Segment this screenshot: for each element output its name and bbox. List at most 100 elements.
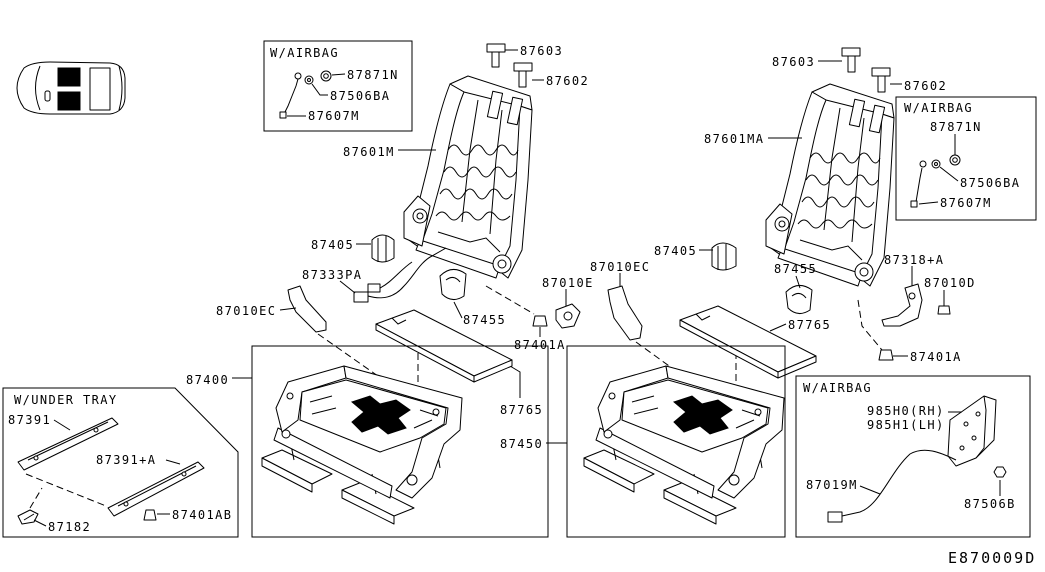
- recliner-hub-inner: [416, 212, 424, 220]
- callout-label: 87010EC: [216, 304, 276, 318]
- callout-label: 985H0(RH): [867, 404, 945, 418]
- callout-label: 87765: [500, 403, 543, 417]
- wire-87607m: [283, 78, 299, 115]
- wire-end-terminal: [910, 200, 918, 208]
- callout-label: 87400: [186, 373, 229, 387]
- callout-label: 87010EC: [590, 260, 650, 274]
- bolt-shank: [847, 55, 856, 73]
- bolt-head: [841, 47, 861, 57]
- assembly-guide: [29, 487, 43, 509]
- car-rear-line: [118, 65, 123, 111]
- wire-eyelet: [919, 160, 927, 168]
- rail-hole: [181, 471, 187, 477]
- harness-87019m: [841, 449, 957, 517]
- leader-line: [509, 365, 521, 398]
- left-seat-leaders: [232, 149, 621, 444]
- leader-line: [279, 307, 297, 311]
- leader-line: [165, 459, 181, 465]
- cushion-frame-box-right: [566, 345, 786, 538]
- harness-branch: [379, 261, 413, 289]
- right-headrest-bolts: [818, 47, 902, 93]
- airbag-module-edge: [975, 395, 987, 459]
- wire-eyelet: [294, 72, 302, 80]
- headrest-guide: [486, 90, 504, 120]
- support-wire: [489, 109, 503, 235]
- steering-wheel-mark: [44, 90, 51, 102]
- callout-label: 87450: [500, 437, 543, 451]
- wire-end-terminal: [279, 111, 287, 119]
- module-rivet: [971, 435, 977, 441]
- frame-hole: [432, 408, 440, 416]
- clip-87405: [371, 234, 395, 263]
- lumbar-wire: [437, 231, 501, 253]
- bolt-87010d: [937, 305, 951, 315]
- spring-wire: [435, 211, 511, 221]
- assembly-guide: [485, 285, 535, 315]
- rail-hole: [123, 501, 129, 507]
- harness-connector: [827, 511, 843, 523]
- cover-87455: [439, 269, 467, 300]
- seatback-frame-left: [403, 75, 533, 279]
- bolt-shank: [491, 51, 500, 68]
- pad-87765-right: [679, 305, 817, 379]
- cushion-frame-87450: [583, 365, 785, 525]
- callout-label: 87603: [772, 55, 815, 69]
- spring-wire: [447, 144, 519, 156]
- rear-seat-outline: [89, 67, 111, 111]
- callout-label: 87019M: [806, 478, 858, 492]
- clip-detail: [717, 244, 727, 270]
- callout-label: 87391+A: [96, 453, 156, 467]
- callout-label: 87506BA: [330, 89, 390, 103]
- inset-title: W/AIRBAG: [803, 381, 872, 395]
- left-seat-small-parts: [287, 234, 581, 333]
- harness-87333pa: [367, 247, 447, 299]
- clip-87182: [17, 509, 39, 525]
- bracket-87010ec: [607, 285, 643, 341]
- inset-title: W/UNDER TRAY: [14, 393, 118, 407]
- seat-rail-side: [261, 457, 313, 493]
- clip-hole: [563, 311, 573, 321]
- callout-label: 87405: [654, 244, 697, 258]
- rail-hole: [33, 455, 39, 461]
- cushion-frame-box-left: [251, 345, 549, 538]
- right-airbag-inset: W/AIRBAG 87871N 87506BA 87607M: [895, 96, 1037, 221]
- leader-line: [939, 166, 959, 182]
- callout-label: 87765: [788, 318, 831, 332]
- callout-label: 87010D: [924, 276, 976, 290]
- callout-label: 87455: [774, 262, 817, 276]
- inset-frame: [2, 387, 239, 538]
- seat-rail-side: [341, 489, 395, 525]
- callout-label: 87603: [520, 44, 563, 58]
- harness-connector: [367, 283, 381, 293]
- tray-rail-87391: [17, 417, 119, 471]
- frame-hole: [286, 392, 294, 400]
- rail-hole: [93, 427, 99, 433]
- bolt-head: [486, 43, 506, 53]
- assembly-guide: [25, 473, 107, 507]
- seatback-frame-right: [765, 83, 895, 287]
- leader-line: [769, 323, 787, 332]
- cap-87401ab: [143, 509, 157, 521]
- harness-connector: [353, 291, 369, 303]
- callout-label: 87401A: [910, 350, 962, 364]
- callout-label: 87601MA: [704, 132, 764, 146]
- cap-87401a: [878, 349, 894, 361]
- bracket-hole: [908, 292, 916, 300]
- frame-bottom-bar: [415, 239, 501, 279]
- leader-line: [918, 201, 939, 205]
- cover-detail: [445, 276, 461, 283]
- leader-line: [331, 73, 346, 76]
- leader-line: [53, 419, 71, 431]
- callout-label: 985H1(LH): [867, 418, 945, 432]
- module-rivet: [975, 411, 981, 417]
- headrest-guide: [506, 96, 524, 126]
- inset-title: W/AIRBAG: [270, 46, 339, 60]
- callout-label: 87506BA: [960, 176, 1020, 190]
- pad-notch: [391, 317, 407, 325]
- callout-label: 87405: [311, 238, 354, 252]
- clip-detail: [377, 236, 387, 262]
- washer-hole: [934, 162, 938, 166]
- left-headrest-bolts: [486, 43, 544, 88]
- nut-hole: [952, 157, 958, 163]
